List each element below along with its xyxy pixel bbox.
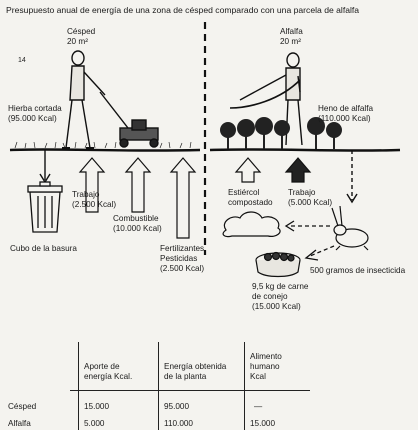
cell-cesped-obtenida: 95.000 bbox=[164, 402, 190, 411]
cell-alfalfa-aporte: 5.000 bbox=[84, 419, 105, 428]
table-vline-1 bbox=[78, 342, 79, 430]
meat-basket-icon bbox=[255, 251, 301, 278]
table-hline bbox=[70, 390, 310, 391]
arrow-conejo-to-carne bbox=[304, 245, 335, 261]
estiercol-label-2: compostado bbox=[228, 198, 273, 207]
cell-alfalfa-alimento: 15.000 bbox=[250, 419, 276, 428]
hierba-cortada-value: (95.000 Kcal) bbox=[8, 114, 57, 123]
ground-cesped bbox=[9, 148, 201, 152]
star-mark: 14 bbox=[18, 57, 26, 64]
alfalfa-label: Alfalfa bbox=[280, 27, 303, 36]
header-aporte-2: energía Kcal. bbox=[84, 372, 133, 381]
pesticidas-label: Pesticidas bbox=[160, 254, 198, 263]
cubo-label: Cubo de la basura bbox=[10, 244, 77, 253]
ground-alfalfa bbox=[209, 148, 401, 152]
conejo-value: (15.000 Kcal) bbox=[252, 302, 301, 311]
trabajo-alfalfa-value: (5.000 Kcal) bbox=[288, 198, 333, 207]
combustible-value: (10.000 Kcal) bbox=[113, 224, 162, 233]
arrow-conejo-to-estiercol bbox=[284, 220, 330, 232]
header-aporte-1: Aporte de bbox=[84, 362, 120, 371]
hierba-cortada-label: Hierba cortada bbox=[8, 104, 62, 113]
row-label-alfalfa: Alfalfa bbox=[8, 419, 31, 428]
scythe-icon bbox=[229, 79, 301, 109]
cell-cesped-aporte: 15.000 bbox=[84, 402, 110, 411]
trabajo-cesped-value: (2.500 Kcal) bbox=[72, 200, 117, 209]
arrow-estiercol bbox=[234, 157, 262, 183]
arrow-heno-to-conejo bbox=[346, 150, 358, 204]
estiercol-label: Estiércol bbox=[228, 188, 260, 197]
table-vline-3 bbox=[244, 342, 245, 430]
heno-value: (110.000 Kcal) bbox=[318, 114, 371, 123]
table-vline-2 bbox=[158, 342, 159, 430]
cesped-area: 20 m² bbox=[67, 37, 88, 46]
cell-alfalfa-obtenida: 110.000 bbox=[164, 419, 193, 428]
trash-can-icon bbox=[27, 181, 63, 233]
header-obtenida-1: Energía obtenida bbox=[164, 362, 227, 371]
lawnmower-icon bbox=[99, 91, 159, 148]
arrow-trabajo-cesped bbox=[78, 157, 106, 213]
compost-cloud-icon bbox=[222, 211, 281, 238]
row-label-cesped: Césped bbox=[8, 402, 37, 411]
header-alimento-2: humano bbox=[250, 362, 280, 371]
trabajo-cesped-label: Trabajo bbox=[72, 190, 100, 199]
header-alimento-1: Alimento bbox=[250, 352, 282, 361]
insecticida-label: 500 gramos de insecticida bbox=[310, 266, 406, 275]
person-mowing-icon bbox=[62, 50, 106, 149]
rabbit-icon bbox=[331, 205, 369, 251]
trabajo-alfalfa-label: Trabajo bbox=[288, 188, 316, 197]
alfalfa-plants-icon bbox=[220, 117, 342, 149]
conejo-label: 9,5 kg de carne bbox=[252, 282, 309, 291]
fertilizantes-value: (2.500 Kcal) bbox=[160, 264, 205, 273]
person-harvesting-icon bbox=[239, 52, 303, 146]
cell-cesped-alimento: — bbox=[254, 402, 263, 411]
diagram-illustration: 14 bbox=[9, 22, 401, 278]
heno-label: Heno de alfalfa bbox=[318, 104, 374, 113]
combustible-label: Combustible bbox=[113, 214, 159, 223]
cesped-label: Césped bbox=[67, 27, 96, 36]
conejo-label-2: de conejo bbox=[252, 292, 288, 301]
header-alimento-3: Kcal bbox=[250, 372, 266, 381]
page-title: Presupuesto anual de energía de una zona… bbox=[6, 5, 360, 15]
arrow-trabajo-alfalfa bbox=[284, 157, 312, 183]
arrow-fertilizantes bbox=[169, 157, 197, 239]
header-obtenida-2: de la planta bbox=[164, 372, 207, 381]
arrow-hierba-to-cubo bbox=[39, 150, 51, 184]
alfalfa-area: 20 m² bbox=[280, 37, 301, 46]
fertilizantes-label: Fertilizantes bbox=[160, 244, 205, 253]
arrow-combustible bbox=[124, 157, 152, 213]
grass-texture bbox=[14, 141, 192, 149]
